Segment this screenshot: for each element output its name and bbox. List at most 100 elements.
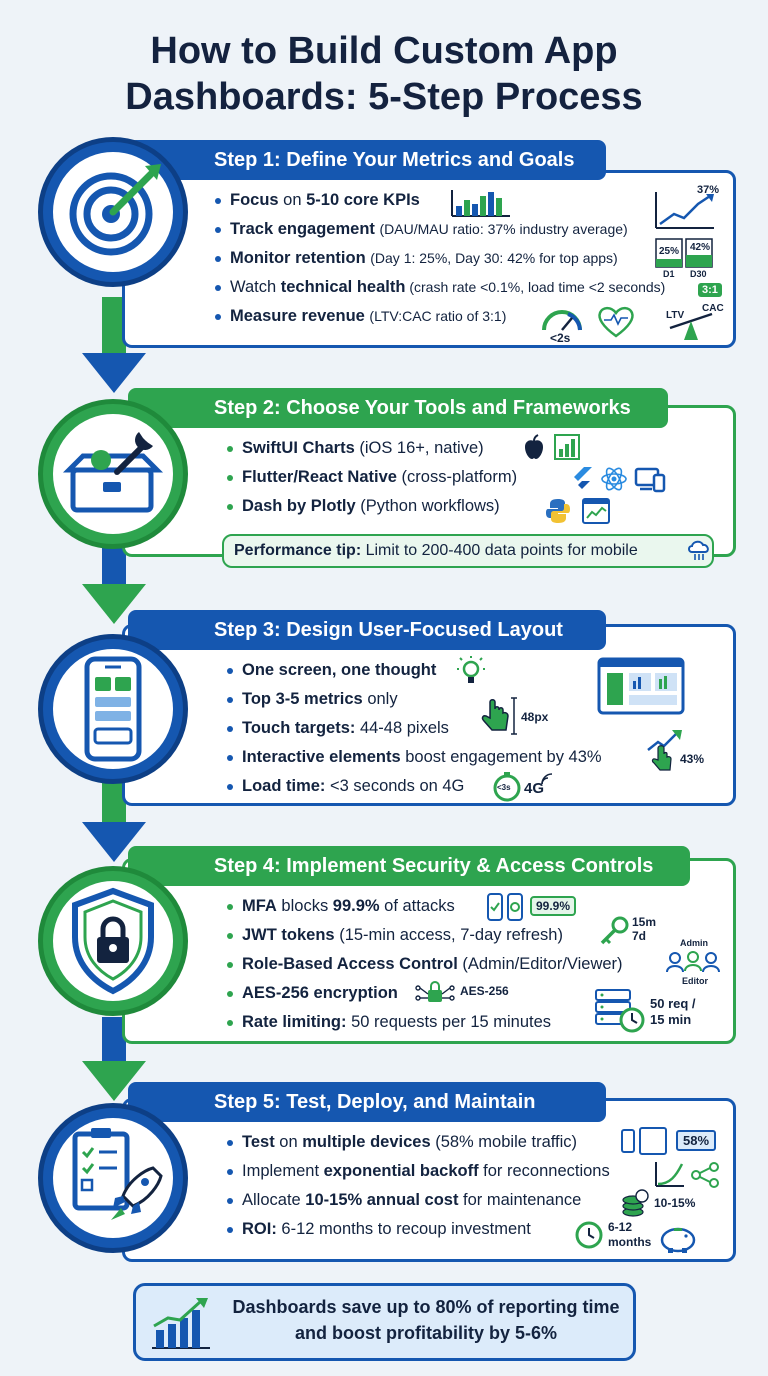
rate-limit-label-2: 15 min — [650, 1012, 692, 1027]
page-title: How to Build Custom App Dashboards: 5-St… — [0, 28, 768, 120]
checklist-rocket-icon — [72, 1128, 163, 1220]
dashboard-screen-icon — [597, 657, 685, 715]
list-item: Load time: <3 seconds on 4G — [226, 772, 602, 801]
gauge-icon — [542, 310, 582, 331]
server-clock-icon — [595, 989, 645, 1033]
mfa-phones-icon — [487, 893, 523, 921]
step-2-banner: Step 2: Choose Your Tools and Frameworks — [128, 388, 668, 428]
day-30-label: D30 — [690, 269, 707, 279]
list-item: Flutter/React Native (cross-platform) — [226, 463, 517, 492]
step-3-circle — [38, 634, 188, 784]
summary-line-2: and boost profitability by 5-6% — [294, 1323, 558, 1343]
step-1-banner: Step 1: Define Your Metrics and Goals — [128, 140, 606, 180]
growth-curve-icon — [655, 1162, 684, 1187]
users-roles-icon — [666, 951, 720, 973]
network-4g-label: 4G — [524, 780, 545, 797]
trend-line-icon — [655, 192, 714, 229]
smartphone-icon — [84, 656, 142, 762]
cac-label: CAC — [702, 303, 724, 314]
list-item: Watch technical health (crash rate <0.1%… — [214, 273, 665, 302]
flow-arrow-4 — [82, 1017, 146, 1101]
heart-health-icon — [598, 306, 634, 338]
touch-target-size: 48px — [521, 710, 549, 724]
step-1-list: Focus on 5-10 core KPIs Track engagement… — [214, 186, 665, 331]
day-1-value: 25% — [659, 246, 680, 257]
admin-role-label: Admin — [680, 938, 708, 948]
toolbox-icon — [62, 432, 164, 513]
list-item: Measure revenue (LTV:CAC ratio of 3:1) — [214, 302, 665, 331]
list-item: Role-Based Access Control (Admin/Editor/… — [226, 950, 623, 979]
list-item: Dash by Plotly (Python workflows) — [226, 492, 517, 521]
step-3-list: One screen, one thought Top 3-5 metrics … — [226, 656, 602, 801]
step-4-circle — [38, 866, 188, 1016]
phone-tablet-icon — [621, 1127, 667, 1155]
list-item: One screen, one thought — [226, 656, 602, 685]
list-item: Rate limiting: 50 requests per 15 minute… — [226, 1008, 623, 1037]
list-item: Implement exponential backoff for reconn… — [226, 1157, 610, 1186]
list-item: Top 3-5 metrics only — [226, 685, 602, 714]
ltv-label: LTV — [666, 310, 685, 321]
retention-bars-icon — [655, 238, 713, 268]
performance-tip: Performance tip: Limit to 200-400 data p… — [222, 534, 714, 568]
editor-role-label: Editor — [682, 976, 708, 986]
summary-line-1: Dashboards save up to 80% of reporting t… — [232, 1297, 620, 1317]
touch-hand-icon — [481, 697, 517, 735]
list-item: Touch targets: 44-48 pixels — [226, 714, 602, 743]
python-icon — [546, 499, 570, 523]
step-1-card — [122, 170, 736, 348]
shield-lock-icon — [72, 887, 154, 995]
step-4-list: MFA blocks 99.9% of attacks JWT tokens (… — [226, 892, 623, 1037]
title-line-1: How to Build Custom App — [150, 30, 618, 72]
day-1-label: D1 — [663, 269, 675, 279]
engagement-up-icon — [647, 730, 682, 771]
mobile-traffic-badge: 58% — [676, 1130, 717, 1151]
list-item: JWT tokens (15-min access, 7-day refresh… — [226, 921, 623, 950]
engagement-label: 43% — [680, 752, 705, 766]
key-icon — [600, 916, 629, 945]
day-30-value: 42% — [690, 242, 711, 253]
list-item: Focus on 5-10 core KPIs — [214, 186, 665, 215]
list-item: Track engagement (DAU/MAU ratio: 37% ind… — [214, 215, 665, 244]
list-item: Interactive elements boost engagement by… — [226, 743, 602, 772]
dashboard-window-icon — [582, 498, 610, 524]
target-icon — [69, 164, 161, 256]
react-icon — [601, 467, 627, 491]
step-5-card — [122, 1098, 736, 1262]
list-item: Allocate 10-15% annual cost for maintena… — [226, 1186, 610, 1215]
summary-box: Dashboards save up to 80% of reporting t… — [133, 1283, 636, 1361]
title-line-2: Dashboards: 5-Step Process — [125, 76, 643, 118]
step-5-list: Test on multiple devices (58% mobile tra… — [226, 1128, 610, 1244]
aes-label: AES-256 — [460, 984, 509, 998]
step-3-card — [122, 624, 736, 806]
access-token-ttl: 15m — [632, 915, 657, 929]
trend-label: 37% — [697, 184, 720, 196]
list-item: Monitor retention (Day 1: 25%, Day 30: 4… — [214, 244, 665, 273]
devices-icon — [634, 467, 666, 493]
bar-chart-icon — [451, 190, 510, 217]
roi-label-1: 6-12 — [608, 1220, 633, 1234]
step-1-circle — [38, 137, 188, 287]
rate-limit-label-1: 50 req / — [650, 996, 696, 1011]
step-3-banner: Step 3: Design User-Focused Layout — [128, 610, 606, 650]
clock-icon — [575, 1221, 603, 1249]
balance-scale-icon — [669, 312, 713, 340]
cloud-icon — [688, 540, 709, 560]
signal-icon — [541, 773, 553, 785]
list-item: Test on multiple devices (58% mobile tra… — [226, 1128, 610, 1157]
list-item: ROI: 6-12 months to recoup investment — [226, 1215, 610, 1244]
lightbulb-icon — [457, 656, 485, 683]
step-5-banner: Step 5: Test, Deploy, and Maintain — [128, 1082, 606, 1122]
mfa-badge: 99.9% — [530, 896, 577, 916]
step-2-circle — [38, 399, 188, 549]
flutter-icon — [574, 467, 592, 489]
encryption-lock-icon — [415, 981, 455, 1002]
apple-icon — [525, 434, 543, 459]
maintenance-cost-label: 10-15% — [654, 1196, 696, 1210]
step-2-list: SwiftUI Charts (iOS 16+, native) Flutter… — [226, 434, 517, 521]
stopwatch-label: <3s — [497, 783, 511, 792]
ratio-badge: 3:1 — [698, 283, 722, 297]
list-item: AES-256 encryption — [226, 979, 623, 1008]
coins-icon — [622, 1189, 649, 1217]
list-item: SwiftUI Charts (iOS 16+, native) — [226, 434, 517, 463]
gauge-label: <2s — [550, 331, 571, 345]
